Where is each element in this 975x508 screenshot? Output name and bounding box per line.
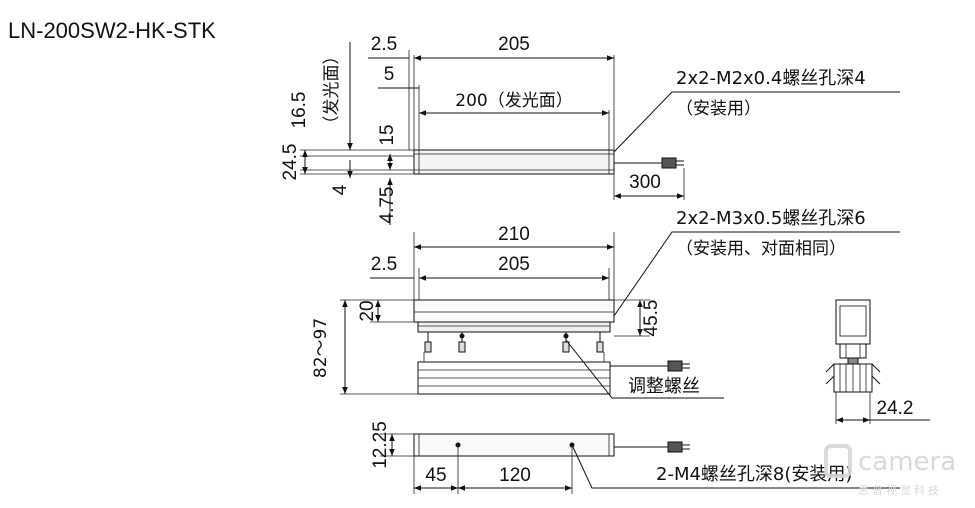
dim-205-top: 205 bbox=[498, 34, 530, 55]
watermark-brand: camera bbox=[858, 447, 956, 477]
dim-5-top: 5 bbox=[384, 64, 395, 85]
dim-24-5: 24.5 bbox=[280, 144, 301, 181]
dim-200-emit: 200（发光面） bbox=[455, 91, 572, 111]
dim-4-75: 4.75 bbox=[377, 187, 398, 224]
front-view: 210 205 2.5 bbox=[311, 208, 900, 399]
dim-emit-face: （发光面） bbox=[322, 48, 342, 133]
dim-4: 4 bbox=[330, 184, 351, 195]
front-bracket bbox=[417, 321, 611, 333]
callout-m2-screw-sub: （安装用） bbox=[676, 99, 761, 119]
callout-m2-screw: 2x2-M2x0.4螺丝孔深4 bbox=[676, 68, 866, 89]
callout-adjust-screw: 调整螺丝 bbox=[628, 376, 700, 397]
model-title: LN-200SW2-HK-STK bbox=[8, 18, 216, 43]
front-housing bbox=[413, 299, 615, 323]
bottom-view: 12.25 45 120 2-M4螺丝孔深8(安装用) bbox=[370, 421, 900, 494]
dim-16-5: 16.5 bbox=[289, 92, 310, 129]
top-view: 205 2.5 5 200（发光面） 16.5 （发光面） 24.5 15 4 … bbox=[280, 34, 900, 225]
watermark-sub: 思普视觉科技 bbox=[858, 483, 942, 497]
dim-205-front: 205 bbox=[498, 254, 530, 275]
side-view: 24.2 bbox=[825, 299, 930, 424]
dim-45-5: 45.5 bbox=[641, 300, 662, 337]
dim-15: 15 bbox=[377, 124, 398, 145]
callout-m3-screw: 2x2-M3x0.5螺丝孔深6 bbox=[676, 208, 866, 229]
dim-82-97: 82～97 bbox=[311, 318, 331, 378]
dim-20: 20 bbox=[357, 300, 378, 321]
callout-m3-screw-sub: （安装用、对面相同） bbox=[676, 239, 846, 259]
dim-210: 210 bbox=[498, 224, 530, 245]
bottom-body bbox=[413, 433, 615, 457]
watermark: camera 思普视觉科技 bbox=[824, 444, 956, 497]
dim-300: 300 bbox=[629, 172, 661, 193]
dim-45: 45 bbox=[425, 465, 446, 486]
callout-m4-screw: 2-M4螺丝孔深8(安装用) bbox=[656, 464, 852, 485]
dim-2-5-top: 2.5 bbox=[371, 34, 397, 55]
dim-120: 120 bbox=[499, 465, 531, 486]
dim-24-2: 24.2 bbox=[877, 398, 914, 419]
top-connector bbox=[661, 157, 677, 169]
dim-2-5-front: 2.5 bbox=[371, 254, 397, 275]
dim-12-25: 12.25 bbox=[370, 421, 391, 469]
